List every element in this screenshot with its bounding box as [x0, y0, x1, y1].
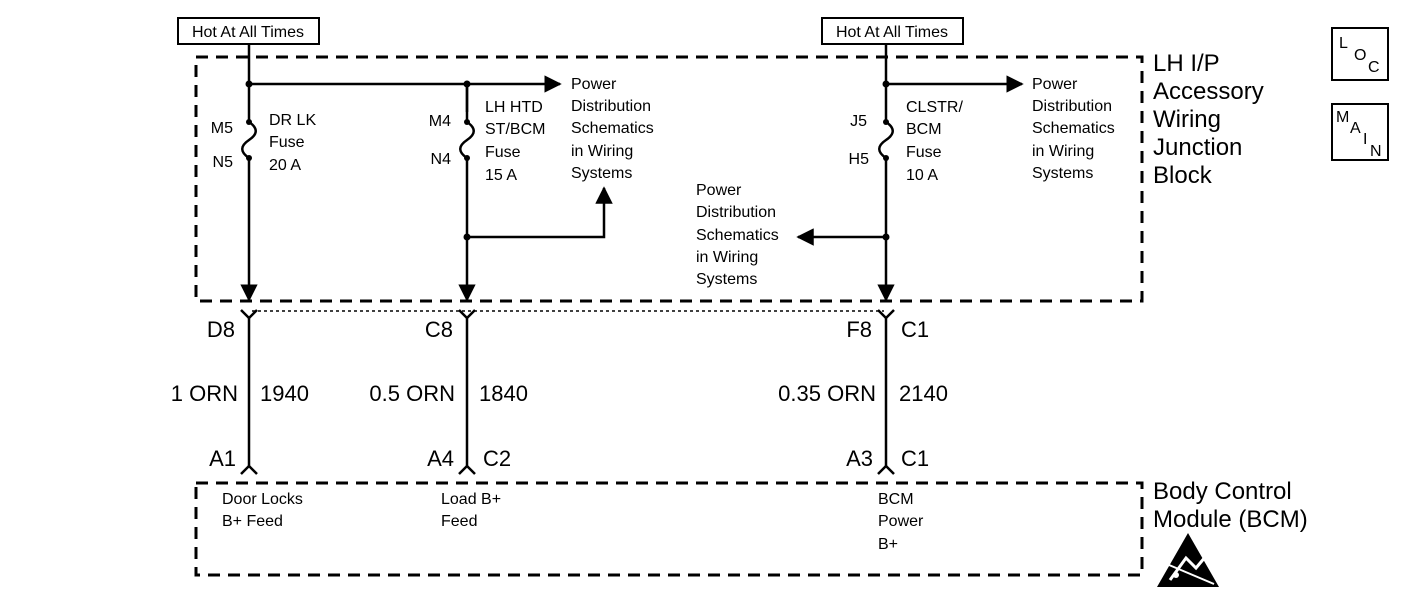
svg-text:N4: N4 — [431, 151, 452, 168]
power-dist-top-right: Power Distribution Schematics in Wiring … — [1032, 76, 1115, 182]
wire-circuit-3: 2140 — [899, 381, 948, 406]
power-dist-mid: Power Distribution Schematics in Wiring … — [696, 182, 779, 288]
svg-text:15 A: 15 A — [485, 167, 517, 184]
svg-text:Power: Power — [696, 182, 742, 199]
svg-text:Accessory: Accessory — [1153, 78, 1264, 105]
connector-d8: D8 — [207, 317, 235, 342]
svg-text:Systems: Systems — [571, 165, 632, 182]
svg-text:H5: H5 — [849, 151, 870, 168]
svg-text:Block: Block — [1153, 162, 1213, 189]
svg-text:C: C — [1368, 59, 1380, 76]
svg-text:B+: B+ — [878, 536, 898, 553]
svg-text:Power: Power — [571, 76, 617, 93]
wire-gauge-1: 1 ORN — [171, 381, 238, 406]
loc-button[interactable]: L O C — [1331, 27, 1389, 81]
wire-circuit-1: 1940 — [260, 381, 309, 406]
hot-label-left: Hot At All Times — [177, 17, 320, 45]
connector-c8: C8 — [425, 317, 453, 342]
connector-c1-bottom: C1 — [901, 446, 929, 471]
svg-text:BCM: BCM — [906, 121, 942, 138]
svg-text:LH I/P: LH I/P — [1153, 50, 1220, 77]
svg-text:in Wiring: in Wiring — [571, 143, 633, 160]
fuse-lh-htd: M4 N4 LH HTD ST/BCM Fuse 15 A — [429, 84, 613, 302]
connector-c2: C2 — [483, 446, 511, 471]
junction-block-label: LH I/P Accessory Wiring Junction Block — [1153, 50, 1264, 189]
svg-text:Systems: Systems — [696, 271, 757, 288]
svg-text:M5: M5 — [211, 120, 233, 137]
wire-gauge-2: 0.5 ORN — [369, 381, 455, 406]
svg-text:Schematics: Schematics — [696, 227, 779, 244]
svg-text:Schematics: Schematics — [571, 120, 654, 137]
svg-text:Distribution: Distribution — [696, 204, 776, 221]
svg-text:Systems: Systems — [1032, 165, 1093, 182]
esd-warning-icon — [1157, 533, 1219, 587]
svg-text:Power: Power — [1032, 76, 1078, 93]
svg-text:ST/BCM: ST/BCM — [485, 121, 545, 138]
svg-text:DR LK: DR LK — [269, 112, 316, 129]
svg-text:Hot At All Times: Hot At All Times — [836, 24, 948, 41]
wire-gauge-3: 0.35 ORN — [778, 381, 876, 406]
svg-text:Load B+: Load B+ — [441, 491, 501, 508]
svg-text:B+ Feed: B+ Feed — [222, 513, 283, 530]
main-button[interactable]: M A I N — [1331, 103, 1389, 161]
svg-text:Hot At All Times: Hot At All Times — [192, 24, 304, 41]
connector-a3: A3 — [846, 446, 873, 471]
svg-text:Fuse: Fuse — [906, 144, 942, 161]
svg-text:CLSTR/: CLSTR/ — [906, 99, 963, 116]
svg-text:Junction: Junction — [1153, 134, 1242, 161]
connector-a4: A4 — [427, 446, 454, 471]
fuse-clstr-bcm: J5 H5 CLSTR/ BCM Fuse 10 A — [796, 84, 963, 302]
hot-label-right: Hot At All Times — [821, 17, 964, 45]
svg-text:Wiring: Wiring — [1153, 106, 1221, 133]
svg-text:Body Control: Body Control — [1153, 478, 1292, 505]
bcm-pin-door-locks: Door Locks B+ Feed — [222, 491, 303, 530]
svg-text:Module (BCM): Module (BCM) — [1153, 506, 1308, 533]
wire-circuit-2: 1840 — [479, 381, 528, 406]
svg-text:in Wiring: in Wiring — [1032, 143, 1094, 160]
fuse-dr-lk: M5 N5 DR LK Fuse 20 A — [211, 84, 316, 302]
junction-block-box — [194, 55, 1144, 303]
svg-text:Power: Power — [878, 513, 924, 530]
svg-text:O: O — [1354, 47, 1366, 64]
svg-text:Door Locks: Door Locks — [222, 491, 303, 508]
svg-text:N: N — [1370, 143, 1382, 160]
svg-text:Fuse: Fuse — [485, 144, 521, 161]
bcm-box — [194, 481, 1144, 577]
connector-a1: A1 — [209, 446, 236, 471]
power-dist-top-left: Power Distribution Schematics in Wiring … — [571, 76, 654, 182]
svg-text:J5: J5 — [850, 113, 867, 130]
svg-text:LH HTD: LH HTD — [485, 99, 543, 116]
bcm-pin-bcm-power: BCM Power B+ — [878, 491, 924, 553]
svg-text:Fuse: Fuse — [269, 134, 305, 151]
bcm-label: Body Control Module (BCM) — [1153, 478, 1308, 533]
svg-text:10 A: 10 A — [906, 167, 938, 184]
svg-text:in Wiring: in Wiring — [696, 249, 758, 266]
connector-f8: F8 — [846, 317, 872, 342]
connector-c1-top: C1 — [901, 317, 929, 342]
svg-text:20 A: 20 A — [269, 157, 301, 174]
svg-text:I: I — [1363, 131, 1367, 148]
svg-text:A: A — [1350, 120, 1361, 137]
svg-text:N5: N5 — [213, 154, 234, 171]
svg-text:Feed: Feed — [441, 513, 477, 530]
svg-text:M: M — [1336, 109, 1349, 126]
svg-text:M4: M4 — [429, 113, 451, 130]
svg-text:L: L — [1339, 35, 1348, 52]
bcm-pin-load: Load B+ Feed — [441, 491, 501, 530]
svg-text:BCM: BCM — [878, 491, 914, 508]
svg-text:Schematics: Schematics — [1032, 120, 1115, 137]
svg-text:Distribution: Distribution — [1032, 98, 1112, 115]
svg-text:Distribution: Distribution — [571, 98, 651, 115]
